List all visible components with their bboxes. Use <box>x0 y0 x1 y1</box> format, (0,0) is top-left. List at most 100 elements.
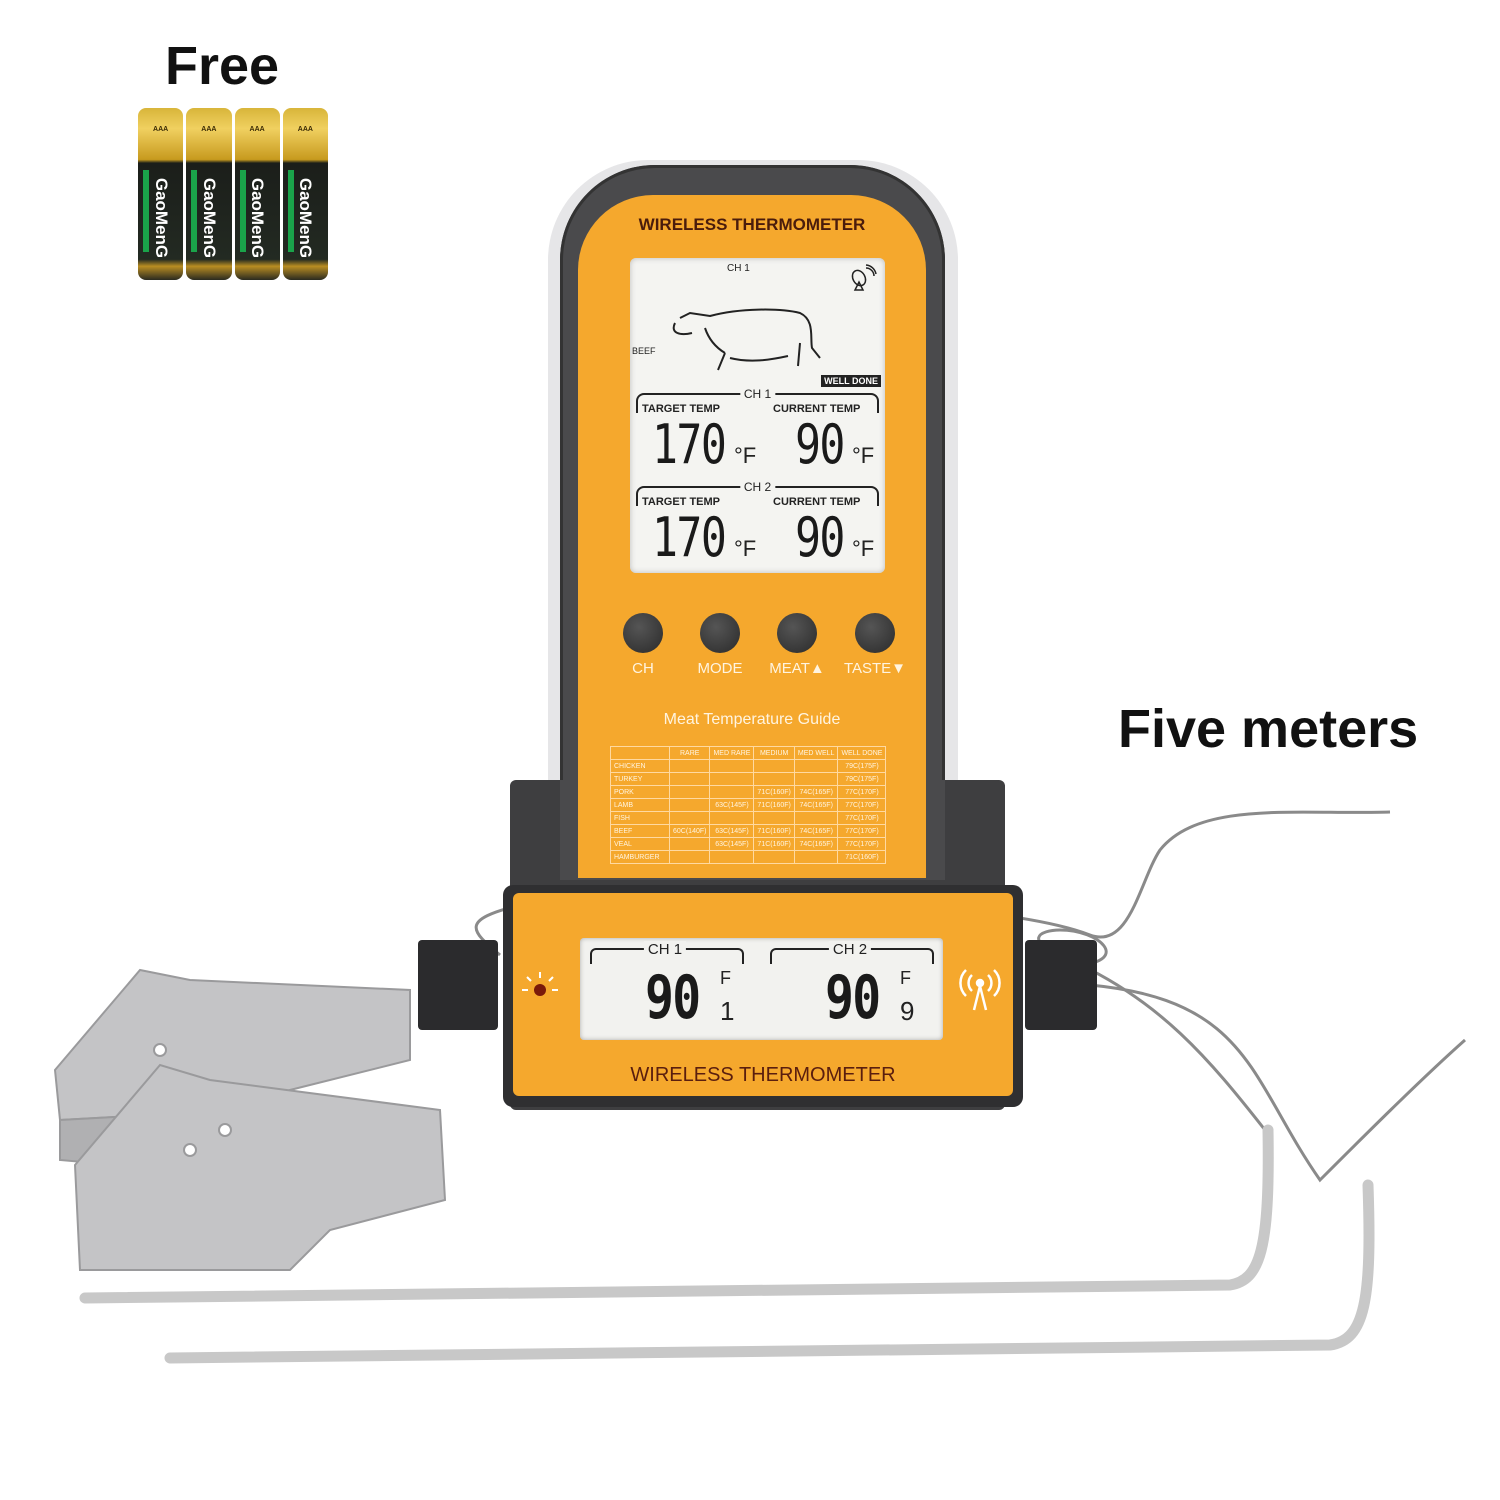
guide-meat: TURKEY <box>610 772 670 786</box>
ch1-current-temp: 90 <box>795 413 845 476</box>
guide-cell <box>709 850 755 864</box>
guide-cell <box>709 772 755 786</box>
probe-1 <box>79 1124 1274 1304</box>
guide-cell: 77C(170F) <box>837 837 887 851</box>
guide-meat: CHICKEN <box>610 759 670 773</box>
guide-column-header: WELL DONE <box>837 746 887 760</box>
guide-cell <box>753 811 795 825</box>
guide-cell: 77C(170F) <box>837 811 887 825</box>
guide-cell: 63C(145F) <box>709 837 755 851</box>
meat-up-button[interactable] <box>777 613 817 653</box>
guide-cell: 71C(160F) <box>837 850 887 864</box>
lcd-channel: CH 1 <box>727 263 750 274</box>
guide-row: FISH 77C(170F) <box>610 811 887 825</box>
guide-cell: 74C(165F) <box>793 837 839 851</box>
guide-meat: FISH <box>610 811 670 825</box>
tx-ch1-decimal: 1 <box>720 996 735 1026</box>
guide-title: Meat Temperature Guide <box>663 711 841 728</box>
guide-cell: 71C(160F) <box>753 798 795 812</box>
ch-button-label: CH <box>632 660 654 677</box>
ch2-current-temp: 90 <box>795 506 845 569</box>
ch2-label: CH 2 <box>739 480 776 494</box>
guide-cell <box>668 785 711 799</box>
ch-button[interactable] <box>623 613 663 653</box>
guide-column-header: RARE <box>668 746 711 760</box>
probe-clips <box>53 968 447 1271</box>
lcd-doneness: WELL DONE <box>821 375 881 387</box>
display-unit-title: WIRELESS THERMOMETER <box>638 215 866 234</box>
taste-down-button[interactable] <box>855 613 895 653</box>
guide-row: CHICKEN 79C(175F) <box>610 759 887 773</box>
guide-cell: 77C(170F) <box>837 798 887 812</box>
signal-dish-icon <box>851 264 877 291</box>
guide-cell <box>668 772 711 786</box>
guide-column-header: MED RARE <box>709 746 755 760</box>
guide-cell <box>668 759 711 773</box>
lcd-meat: BEEF <box>632 346 656 356</box>
guide-cell <box>709 785 755 799</box>
guide-cell <box>668 837 711 851</box>
guide-cell: 60C(140F) <box>668 824 711 838</box>
mode-button-label: MODE <box>697 660 743 677</box>
guide-cell <box>793 772 839 786</box>
ch1-label: CH 1 <box>739 387 776 401</box>
cable-length-label: Five meters <box>1118 699 1419 759</box>
guide-cell <box>793 811 839 825</box>
target-temp-label: TARGET TEMP <box>642 403 721 415</box>
lcd-channel-1: CH 1 TARGET TEMP CURRENT TEMP 170 °F 90 … <box>630 387 885 483</box>
guide-cell: 63C(145F) <box>709 798 755 812</box>
unit: F <box>900 968 911 988</box>
guide-cell <box>709 759 755 773</box>
guide-cell: 63C(145F) <box>709 824 755 838</box>
backlight-led-icon <box>522 972 558 996</box>
unit: °F <box>852 443 875 468</box>
battery-size: AAA <box>201 126 217 133</box>
guide-meat: PORK <box>610 785 670 799</box>
guide-cell <box>668 811 711 825</box>
guide-column-header: MEDIUM <box>753 746 795 760</box>
tx-ch2-decimal: 9 <box>900 996 915 1026</box>
battery-size: AAA <box>153 126 169 133</box>
lcd-channel-2: CH 2 TARGET TEMP CURRENT TEMP 170 °F 90 … <box>630 480 885 576</box>
guide-meat: VEAL <box>610 837 670 851</box>
guide-cell: 79C(175F) <box>837 759 887 773</box>
tx-ch2-temp: 90 <box>825 963 881 1033</box>
taste-button-label: TASTE▼ <box>843 660 907 677</box>
guide-cell: 71C(160F) <box>753 837 795 851</box>
guide-column-header: MED WELL <box>793 746 839 760</box>
probe-cable-3 <box>1089 983 1466 1183</box>
mode-button[interactable] <box>700 613 740 653</box>
tx-ch1-label: CH 1 <box>643 941 687 958</box>
probe-jack-left[interactable] <box>418 940 498 1030</box>
transmitter-lcd: CH 1 90 F 1 CH 2 90 F 9 <box>580 938 943 1040</box>
guide-cell: 79C(175F) <box>837 772 887 786</box>
unit: °F <box>852 536 875 561</box>
unit: F <box>720 968 731 988</box>
probe-jack-right[interactable] <box>1025 940 1097 1030</box>
meat-button-label: MEAT▲ <box>769 660 825 677</box>
guide-meat: LAMB <box>610 798 670 812</box>
guide-cell <box>709 811 755 825</box>
transmitter-title: WIRELESS THERMOMETER <box>630 1064 896 1086</box>
guide-cell <box>668 850 711 864</box>
tx-ch2-label: CH 2 <box>828 941 872 958</box>
unit: °F <box>734 443 757 468</box>
ch1-target-temp: 170 <box>652 413 727 476</box>
cow-icon <box>672 308 821 371</box>
guide-cell: 71C(160F) <box>753 785 795 799</box>
guide-cell <box>753 759 795 773</box>
guide-cell: 74C(165F) <box>793 824 839 838</box>
guide-cell: 74C(165F) <box>793 785 839 799</box>
guide-cell <box>793 850 839 864</box>
battery-size: AAA <box>249 126 265 133</box>
guide-cell <box>753 850 795 864</box>
main-lcd: CH 1 BEEF WELL DONE CH 1 TARGET TEMP CUR… <box>630 258 885 573</box>
